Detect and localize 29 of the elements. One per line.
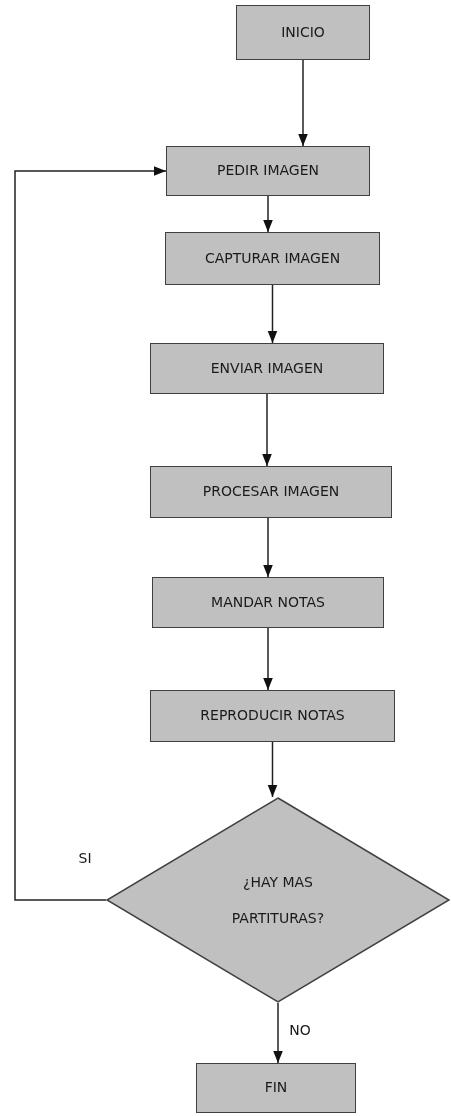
- process-box: [150, 343, 384, 394]
- arrow: [267, 741, 278, 798]
- arrow: [262, 393, 272, 467]
- node-label: FIN: [264, 1078, 288, 1098]
- process-box: [150, 690, 395, 742]
- process-box: [152, 577, 384, 628]
- process-box: [166, 146, 370, 196]
- arrow: [267, 284, 278, 344]
- process-box: [150, 466, 392, 518]
- node-label: MANDAR NOTAS: [211, 592, 325, 612]
- arrow: [263, 517, 273, 578]
- arrow: [263, 195, 273, 233]
- node-label: ENVIAR IMAGEN: [210, 358, 324, 378]
- node-label: INICIO: [281, 22, 325, 42]
- arrow: [298, 59, 308, 147]
- arrow: [273, 1002, 283, 1064]
- node-label: PROCESAR IMAGEN: [202, 482, 340, 502]
- node-label: REPRODUCIR NOTAS: [200, 706, 345, 726]
- decision-diamond: [106, 797, 450, 1003]
- arrow: [14, 166, 167, 901]
- process-box: [236, 5, 370, 60]
- edge-label: SI: [76, 850, 94, 866]
- edge-label: NO: [287, 1022, 313, 1038]
- process-box: [165, 232, 380, 285]
- process-box: [196, 1063, 356, 1113]
- node-label: ¿HAY MAS PARTITURAS?: [230, 872, 326, 928]
- node-label: CAPTURAR IMAGEN: [204, 248, 341, 268]
- arrow: [263, 627, 273, 691]
- node-label: PEDIR IMAGEN: [216, 161, 320, 181]
